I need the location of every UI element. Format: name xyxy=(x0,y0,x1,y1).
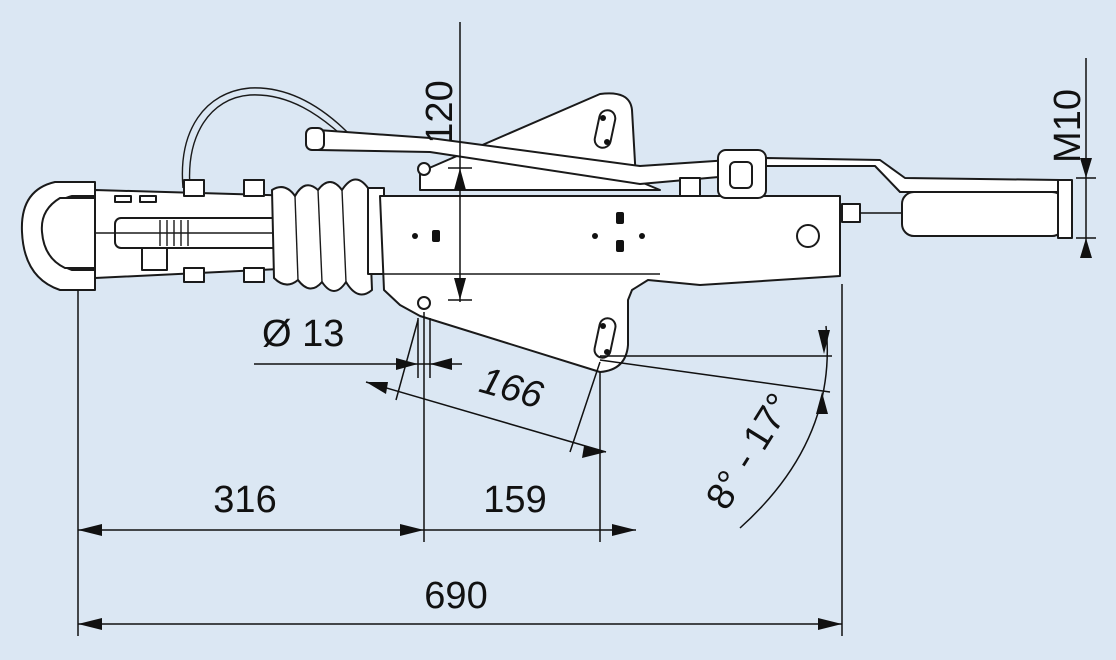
arrow-690-left xyxy=(78,618,102,630)
dim-166-ext xyxy=(569,361,601,453)
head-slot-1 xyxy=(114,195,132,203)
upper-slot-dot-2 xyxy=(604,139,610,145)
upper-pivot xyxy=(417,162,431,176)
housing-dot-1 xyxy=(412,233,418,239)
arrow-159-right xyxy=(612,524,636,536)
arrow-d13-right xyxy=(396,358,418,370)
label-316: 316 xyxy=(213,479,276,521)
arrow-m10-up xyxy=(1080,238,1092,258)
breakaway-cable xyxy=(181,87,356,189)
label-120: 120 xyxy=(419,80,461,143)
dim-angle-arc xyxy=(739,325,829,529)
lower-slot-dot-1 xyxy=(600,323,606,329)
bellows-fold-2 xyxy=(317,189,323,283)
head-slot-2 xyxy=(139,195,157,203)
dim-d13-slant xyxy=(395,319,419,401)
label-d13: Ø 13 xyxy=(262,313,344,355)
arrow-angle-mid xyxy=(816,392,828,414)
dimension-lines xyxy=(77,22,1096,636)
housing-dot-3 xyxy=(639,233,645,239)
label-690: 690 xyxy=(424,575,487,617)
dim-166-line xyxy=(365,381,607,453)
housing-dot-2 xyxy=(592,233,598,239)
coupling-ball-socket xyxy=(40,197,96,269)
arrow-120-down xyxy=(454,278,466,300)
arrow-316-left xyxy=(78,524,102,536)
coupling-assembly xyxy=(20,87,1073,373)
bellows-fold-3 xyxy=(341,189,347,283)
lever-grip xyxy=(305,127,325,151)
rod-end-fork xyxy=(1057,179,1073,239)
arrow-166-start xyxy=(366,382,388,394)
arrow-690-right xyxy=(818,618,842,630)
dimension-arrows xyxy=(78,158,1092,630)
head-bolt-3 xyxy=(183,267,205,283)
arrow-166-end xyxy=(582,446,606,458)
label-m10: M10 xyxy=(1047,89,1089,163)
housing-hole-1 xyxy=(432,230,440,242)
lever-linkage xyxy=(679,177,701,197)
lower-pivot xyxy=(417,296,431,310)
bellows-fold-1 xyxy=(294,195,299,281)
head-bolt-1 xyxy=(183,179,205,197)
housing-hole-2 xyxy=(616,212,624,224)
label-159: 159 xyxy=(483,479,546,521)
arrow-120-up xyxy=(454,168,466,190)
lever-pivot-inner xyxy=(729,161,753,189)
arrow-316-right xyxy=(400,524,424,536)
head-bolt-4 xyxy=(243,267,265,283)
lower-slot xyxy=(593,317,617,359)
arrow-d13-left xyxy=(430,358,452,370)
dim-angle-ref-2 xyxy=(599,359,831,393)
breakaway-cable-inner xyxy=(188,94,351,189)
rod-fitting xyxy=(841,203,861,223)
head-bolt-2 xyxy=(243,179,265,197)
main-housing xyxy=(379,195,841,373)
upper-slot-dot-1 xyxy=(600,115,606,121)
upper-slot xyxy=(593,109,617,149)
housing-hex-bolt xyxy=(796,224,820,248)
arrow-m10-down xyxy=(1080,158,1092,178)
spring-bracket xyxy=(141,247,168,271)
housing-hole-3 xyxy=(616,240,624,252)
gas-spring xyxy=(901,191,1065,237)
arrow-angle-top xyxy=(818,330,830,354)
lower-slot-dot-2 xyxy=(604,349,610,355)
